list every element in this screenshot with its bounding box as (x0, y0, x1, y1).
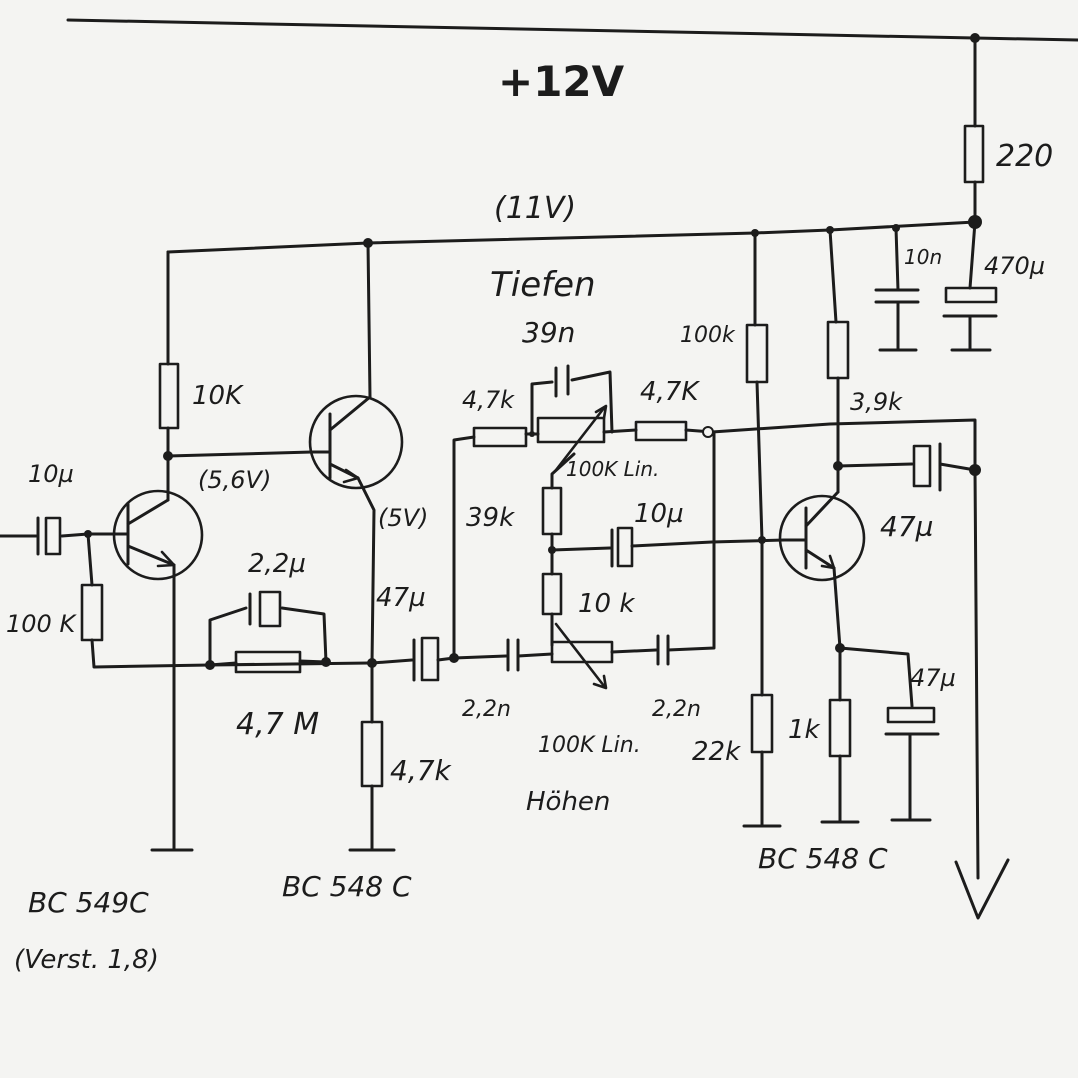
rail-voltage-label: (11V) (494, 191, 576, 226)
resistors (80, 124, 985, 788)
resistor-100k-bias (745, 323, 769, 384)
label-470u: 470µ (984, 252, 1045, 280)
label-220: 220 (996, 139, 1053, 174)
resistor-22k (750, 693, 774, 754)
resistor-1k (828, 698, 852, 758)
transistor-q3 (778, 490, 866, 582)
label-10k-q1: 10K (192, 381, 244, 411)
resistor-4-7M (234, 650, 302, 674)
label-4-7k-emitter: 4,7k (390, 754, 453, 787)
label-39k: 39k (466, 503, 515, 533)
resistor-3-9k (826, 320, 850, 380)
output-arrow (954, 858, 1010, 920)
capacitor-2-2n-b (656, 634, 670, 666)
labels: +12V (11V) 220 10K 10µ (5,6V) (5V) 100 K… (6, 57, 1053, 975)
transistor-q2 (308, 394, 404, 490)
label-22k: 22k (692, 737, 741, 767)
transistor-q3-label: BC 548 C (758, 842, 888, 875)
transistor-q1-note: (Verst. 1,8) (14, 945, 159, 975)
label-2-2n-b: 2,2n (652, 697, 701, 722)
resistor-4-7k-emitter (360, 720, 384, 788)
label-4-7k-b: 4,7K (640, 377, 700, 407)
capacitor-47u-output (912, 442, 942, 492)
capacitor-470u (942, 286, 998, 318)
resistor-4-7k-a (472, 426, 528, 448)
label-bass-pot: 100K Lin. (566, 457, 659, 481)
label-1k: 1k (788, 715, 821, 745)
capacitor-39n (554, 364, 570, 398)
treble-pot (550, 640, 614, 664)
label-4-7M: 4,7 M (236, 707, 319, 742)
label-39n: 39n (522, 316, 575, 349)
label-47u-coupling: 47µ (376, 583, 426, 613)
resistor-10k-q1 (158, 362, 180, 430)
label-2-2n-a: 2,2n (462, 697, 511, 722)
transistor-q1 (112, 489, 204, 581)
label-47u-output: 47µ (880, 510, 933, 543)
resistor-4-7k-b (634, 420, 688, 442)
capacitor-2-2n-a (506, 638, 520, 672)
transistor-q2-label: BC 548 C (282, 870, 412, 903)
junction-dots (84, 33, 982, 670)
transistor-q1-label: BC 549C (28, 886, 149, 919)
bass-pot (536, 416, 606, 444)
label-4-7k-a: 4,7k (462, 386, 515, 414)
label-3-9k: 3,9k (850, 388, 903, 416)
capacitor-10n (874, 288, 920, 304)
resistor-10k-tone (541, 572, 563, 616)
voltage-label-5-6v: (5,6V) (198, 466, 271, 494)
label-10k-tone: 10 k (578, 589, 635, 619)
resistor-220 (963, 124, 985, 184)
label-10u-input: 10µ (28, 460, 74, 488)
capacitor-47u-coupling (412, 636, 440, 682)
capacitor-2-2u (248, 590, 282, 628)
label-10u-tone: 10µ (634, 499, 684, 529)
label-2-2u: 2,2µ (248, 549, 306, 579)
bass-section-label: Tiefen (490, 265, 596, 305)
resistor-100k-input (80, 583, 104, 642)
label-47u-emitter: 47µ (910, 664, 956, 692)
treble-section-label: Höhen (526, 787, 610, 817)
label-treble-pot: 100K Lin. (538, 733, 641, 758)
label-100k-bias: 100k (680, 323, 736, 348)
capacitor-47u-emitter (884, 706, 940, 736)
label-100k-input: 100 K (6, 610, 77, 638)
capacitor-10u-tone (610, 526, 634, 568)
pot-wipers (554, 404, 608, 690)
supply-voltage-label: +12V (498, 57, 625, 106)
label-10n: 10n (904, 245, 942, 269)
voltage-label-5v: (5V) (378, 504, 428, 532)
capacitor-10u-input (36, 516, 62, 556)
capacitors (36, 286, 998, 736)
resistor-39k (541, 486, 563, 536)
